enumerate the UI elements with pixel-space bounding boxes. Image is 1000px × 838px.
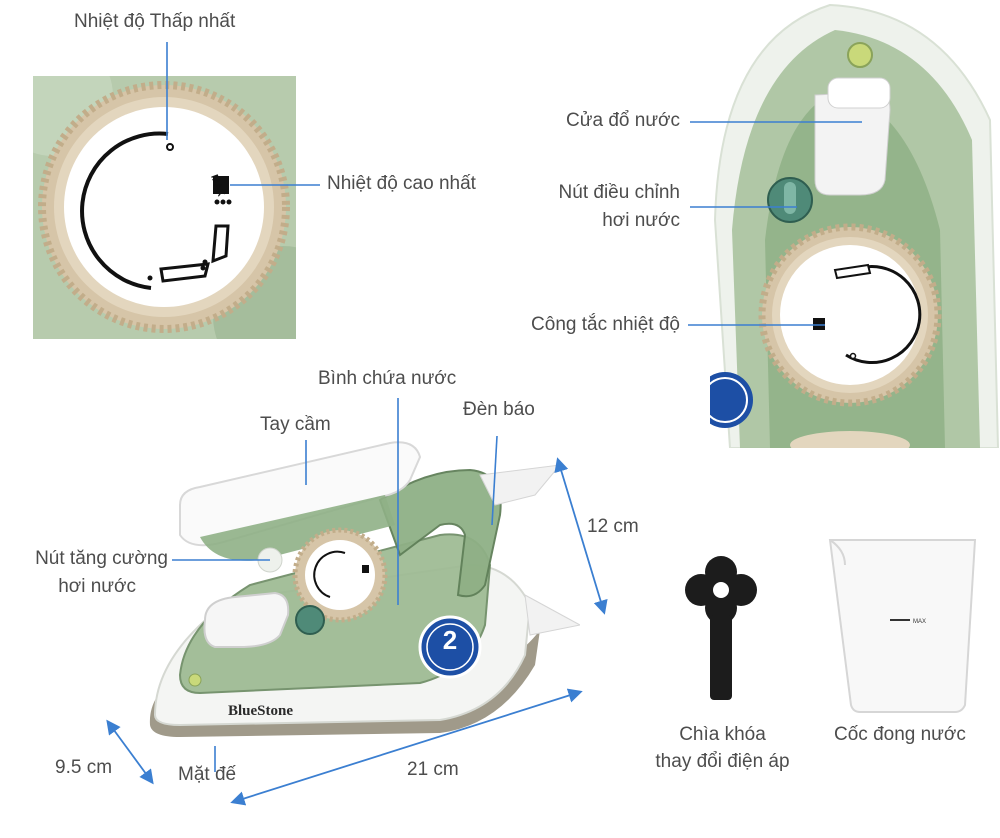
label-steam-boost-line1: Nút tăng cường — [35, 548, 168, 569]
label-water-tank: Bình chứa nước — [318, 368, 457, 389]
iron-topview-illustration — [710, 3, 1000, 448]
iron-topview-panel — [710, 0, 1000, 448]
dimension-width: 9.5 cm — [55, 757, 113, 778]
dimension-length: 21 cm — [407, 759, 459, 780]
label-measuring-cup: Cốc đong nước — [834, 724, 966, 745]
label-water-door: Cửa đổ nước — [566, 110, 680, 131]
label-steam-knob-line1: Nút điều chỉnh — [558, 182, 680, 203]
iron-sideview-panel: 2 BlueStone — [140, 425, 580, 760]
measuring-cup-illustration: MAX — [828, 539, 977, 713]
dial-closeup-illustration: MAX — [33, 76, 296, 339]
label-steam-boost-line2: hơi nước — [58, 576, 136, 597]
warranty-badge-number: 2 — [443, 625, 457, 655]
label-voltage-key-line2: thay đổi điện áp — [655, 751, 790, 772]
label-temp-min: Nhiệt độ Thấp nhất — [74, 11, 236, 32]
cup-max-mark: MAX — [913, 619, 926, 625]
label-soleplate: Mặt đế — [178, 764, 237, 785]
label-temp-switch: Công tắc nhiệt độ — [531, 314, 680, 335]
voltage-key-illustration — [685, 556, 757, 700]
label-voltage-key-line1: Chìa khóa — [679, 724, 766, 745]
label-indicator-light: Đèn báo — [463, 399, 535, 420]
label-temp-max: Nhiệt độ cao nhất — [327, 173, 476, 194]
brand-logo-text: BlueStone — [228, 703, 293, 719]
iron-sideview-illustration: 2 BlueStone — [149, 441, 580, 737]
label-handle: Tay cầm — [260, 414, 331, 435]
dimension-height: 12 cm — [587, 516, 639, 537]
label-steam-knob-line2: hơi nước — [602, 210, 680, 231]
dial-closeup-panel: MAX — [33, 76, 296, 339]
